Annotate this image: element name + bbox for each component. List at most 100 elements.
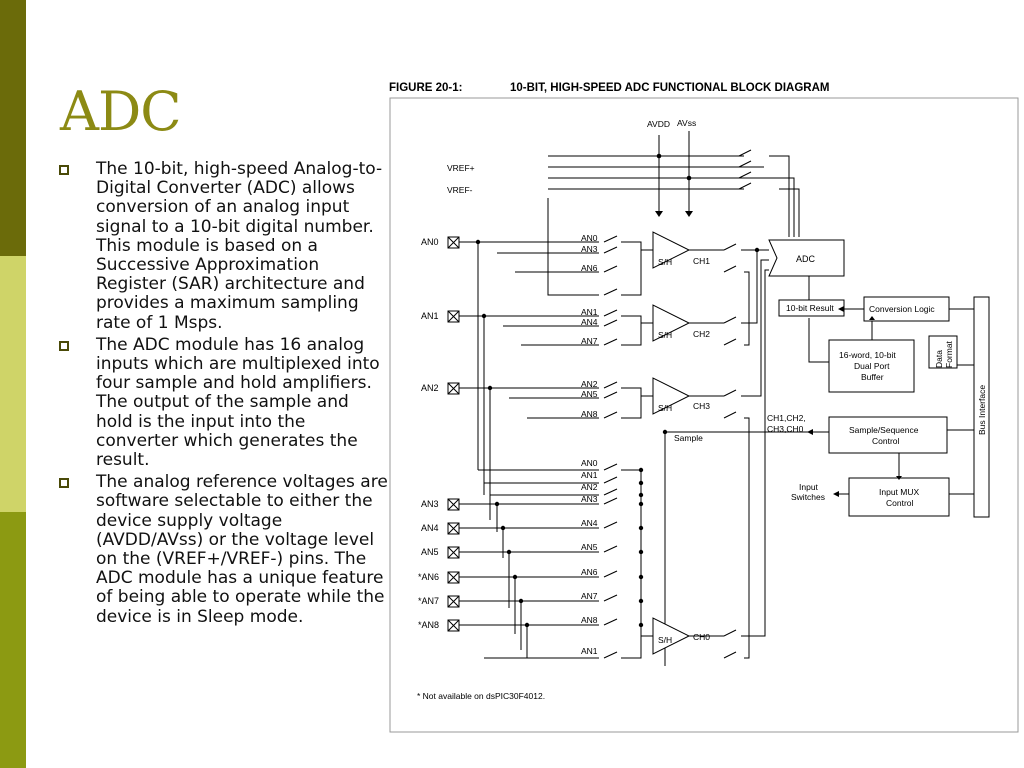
arrow-up-icon <box>869 316 875 320</box>
sh-label: S/H <box>658 330 672 340</box>
junction-dot <box>638 598 644 604</box>
channel-label: CH2 <box>693 329 710 339</box>
dual-port-buffer <box>828 339 915 393</box>
junction-dot <box>754 247 760 253</box>
sequence-control-label: Sample/Sequence <box>849 425 919 435</box>
channel-select-label: CH1,CH2, <box>767 413 806 423</box>
mux-input-label: AN2 <box>581 379 598 389</box>
junction-dot <box>475 239 481 245</box>
arrow-left-icon <box>838 306 844 312</box>
pin-label: *AN8 <box>418 620 439 630</box>
left-accent-band-dark <box>0 0 26 256</box>
conversion-logic-block <box>863 296 950 322</box>
adc-block-label: ADC <box>796 254 816 264</box>
junction-dot <box>524 622 530 628</box>
channel-label: CH3 <box>693 401 710 411</box>
figure-number: FIGURE 20-1: <box>389 82 463 94</box>
pin-pad-icon <box>447 310 460 323</box>
mux-input-label: AN5 <box>581 542 598 552</box>
junction-dot <box>638 549 644 555</box>
mux-input-label: AN1 <box>581 307 598 317</box>
vref-plus-label: VREF+ <box>447 163 475 173</box>
pin-label: AN1 <box>421 311 439 321</box>
arrow-down-icon <box>896 476 902 480</box>
bullet-item: The ADC module has 16 analog inputs whic… <box>58 334 388 471</box>
mux-input-label: AN1 <box>581 470 598 480</box>
junction-dot <box>656 153 662 159</box>
bullet-item: The analog reference voltages are softwa… <box>58 473 388 627</box>
adc-block-diagram: FIGURE 20-1: 10-BIT, HIGH-SPEED ADC FUNC… <box>389 82 1019 733</box>
figure-footnote: * Not available on dsPIC30F4012. <box>417 691 545 701</box>
pin-label: AN3 <box>421 499 439 509</box>
conversion-logic-label: Conversion Logic <box>869 304 935 314</box>
mux-input-label: AN4 <box>581 317 598 327</box>
arrow-left-icon <box>807 429 813 435</box>
data-format-block <box>928 335 958 369</box>
junction-dot <box>662 429 668 435</box>
bus-interface-block <box>973 296 990 518</box>
junction-dot <box>638 622 644 628</box>
junction-dot <box>686 175 692 181</box>
junction-dot <box>638 492 644 498</box>
arrow-down-icon <box>685 211 693 217</box>
sequence-control-label: Control <box>872 436 900 446</box>
pin-pad-icon <box>447 522 460 535</box>
pin-pad-icon <box>447 382 460 395</box>
data-format-label: Format <box>944 340 954 368</box>
sample-hold-amp <box>652 304 691 342</box>
vref-minus-label: VREF- <box>447 185 473 195</box>
arrow-down-icon <box>655 211 663 217</box>
junction-dot <box>638 525 644 531</box>
junction-dot <box>494 501 500 507</box>
input-mux-control-block <box>848 477 950 517</box>
pin-label: AN5 <box>421 547 439 557</box>
avdd-label: AVDD <box>647 119 670 129</box>
bus-interface-label: Bus Interface <box>977 385 987 435</box>
sh-label: S/H <box>658 257 672 267</box>
sample-label: Sample <box>674 433 703 443</box>
mux-input-label: AN1 <box>581 646 598 656</box>
square-bullet-icon <box>59 340 69 351</box>
input-mux-control-label: Input MUX <box>879 487 919 497</box>
junction-dot <box>638 501 644 507</box>
figure-caption: 10-BIT, HIGH-SPEED ADC FUNCTIONAL BLOCK … <box>510 82 829 94</box>
junction-dot <box>500 525 506 531</box>
junction-dot <box>481 313 487 319</box>
pin-label: AN0 <box>421 237 439 247</box>
bullet-text: The analog reference voltages are softwa… <box>96 472 388 627</box>
sh-label: S/H <box>658 635 672 645</box>
pin-pad-icon <box>447 236 460 249</box>
left-accent-band-olive <box>0 512 26 768</box>
mux-input-label: AN5 <box>581 389 598 399</box>
pin-label: *AN6 <box>418 572 439 582</box>
pin-pad-icon <box>447 546 460 559</box>
result-register-label: 10-bit Result <box>786 303 834 313</box>
channel-select-label: CH3,CH0 <box>767 424 804 434</box>
pin-pad-icon <box>447 498 460 511</box>
pin-pad-icon <box>447 619 460 632</box>
sample-hold-amp <box>652 377 691 415</box>
mux-input-label: AN0 <box>581 233 598 243</box>
mux-input-label: AN0 <box>581 458 598 468</box>
mux-input-label: AN7 <box>581 336 598 346</box>
sh-label: S/H <box>658 403 672 413</box>
mux-input-label: AN7 <box>581 591 598 601</box>
bullet-text: The ADC module has 16 analog inputs whic… <box>96 334 380 471</box>
pin-label: *AN7 <box>418 596 439 606</box>
figure-frame <box>389 97 1019 733</box>
arrow-left-icon <box>833 491 839 497</box>
mux-input-label: AN8 <box>581 615 598 625</box>
sequence-control-block <box>828 416 948 454</box>
input-switches-label: Input <box>799 482 819 492</box>
square-bullet-icon <box>59 478 69 489</box>
buffer-label: Dual Port <box>854 361 890 371</box>
mux-input-label: AN4 <box>581 518 598 528</box>
slide-title: ADC <box>60 80 182 143</box>
junction-dot <box>506 549 512 555</box>
junction-dot <box>512 574 518 580</box>
junction-dot <box>638 467 644 473</box>
bullet-text: The 10-bit, high-speed Analog-to-Digital… <box>96 159 383 333</box>
sample-hold-amp <box>652 231 691 269</box>
square-bullet-icon <box>59 165 69 175</box>
avss-label: AVss <box>677 118 696 128</box>
